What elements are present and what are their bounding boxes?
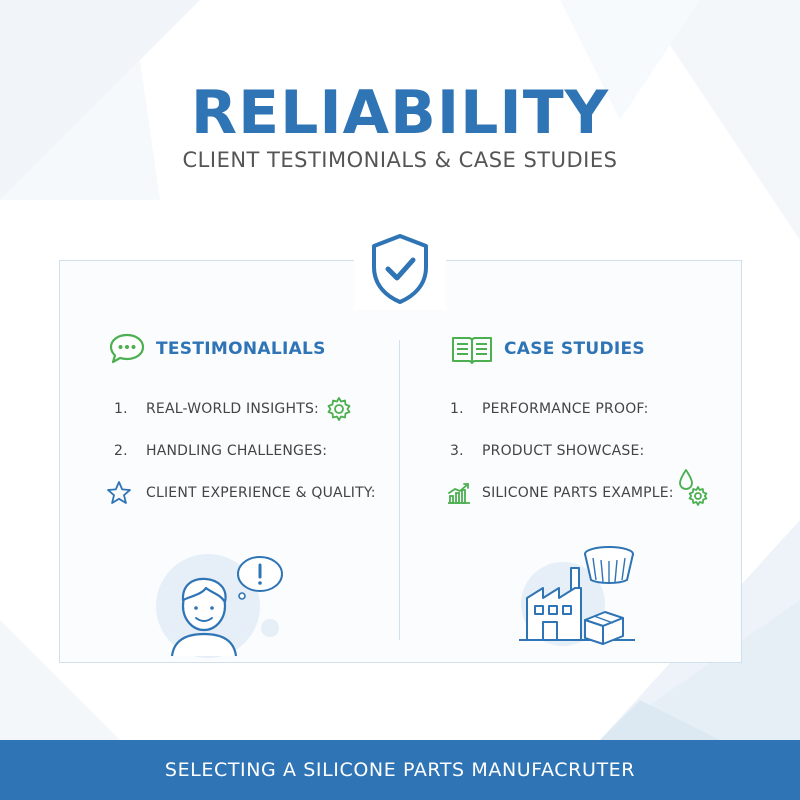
- case-studies-list: 1. PERFORMANCE PROOF: 3. PRODUCT SHOWCAS…: [448, 388, 730, 514]
- star-icon: [106, 480, 146, 506]
- testimonials-heading-label: TESTIMONALIALS: [156, 339, 326, 359]
- list-item: CLIENT EXPERIENCE & QUALITY:: [106, 472, 384, 514]
- list-item-label: CLIENT EXPERIENCE & QUALITY:: [146, 485, 376, 501]
- column-divider: [399, 340, 400, 640]
- droplet-gear-icon: [676, 468, 710, 508]
- list-item-marker: 2.: [114, 443, 128, 459]
- list-item-label: HANDLING CHALLENGES:: [146, 443, 328, 459]
- open-book-icon: [452, 337, 492, 364]
- shield-check-icon: [372, 234, 428, 304]
- footer-banner: SELECTING A SILICONE PARTS MANUFACRUTER: [0, 740, 800, 800]
- list-item-marker: 3.: [450, 443, 464, 459]
- page-title: RELIABILITY: [190, 78, 610, 148]
- testimonials-list: 1. REAL-WORLD INSIGHTS: 2. HANDLING CHAL…: [107, 388, 384, 514]
- shield-badge: [354, 228, 446, 310]
- list-item: 1. REAL-WORLD INSIGHTS:: [114, 388, 384, 430]
- list-item-marker: 1.: [450, 401, 464, 417]
- list-item: SILICONE PARTS EXAMPLE:: [446, 469, 730, 514]
- list-item-marker: 1.: [114, 401, 128, 417]
- page-subtitle: CLIENT TESTIMONIALS & CASE STUDIES: [182, 148, 618, 172]
- list-item: 1. PERFORMANCE PROOF:: [450, 388, 730, 430]
- person-thinking-illustration: [156, 554, 283, 658]
- footer-text: SELECTING A SILICONE PARTS MANUFACRUTER: [164, 759, 636, 781]
- list-item-label: SILICONE PARTS EXAMPLE:: [482, 485, 674, 501]
- chat-bubble-icon: [109, 333, 145, 364]
- growth-chart-icon: [446, 481, 482, 505]
- list-item-label: PERFORMANCE PROOF:: [482, 401, 649, 417]
- list-item: 2. HANDLING CHALLENGES:: [114, 430, 384, 472]
- testimonials-heading: TESTIMONALIALS: [108, 332, 326, 366]
- list-item: 3. PRODUCT SHOWCASE:: [450, 430, 730, 472]
- case-studies-heading: CASE STUDIES: [450, 332, 645, 366]
- list-item-label: PRODUCT SHOWCASE:: [482, 443, 645, 459]
- gear-icon: [325, 395, 353, 423]
- list-item-label: REAL-WORLD INSIGHTS:: [146, 401, 319, 417]
- factory-illustration: [519, 546, 635, 646]
- case-studies-heading-label: CASE STUDIES: [504, 339, 645, 359]
